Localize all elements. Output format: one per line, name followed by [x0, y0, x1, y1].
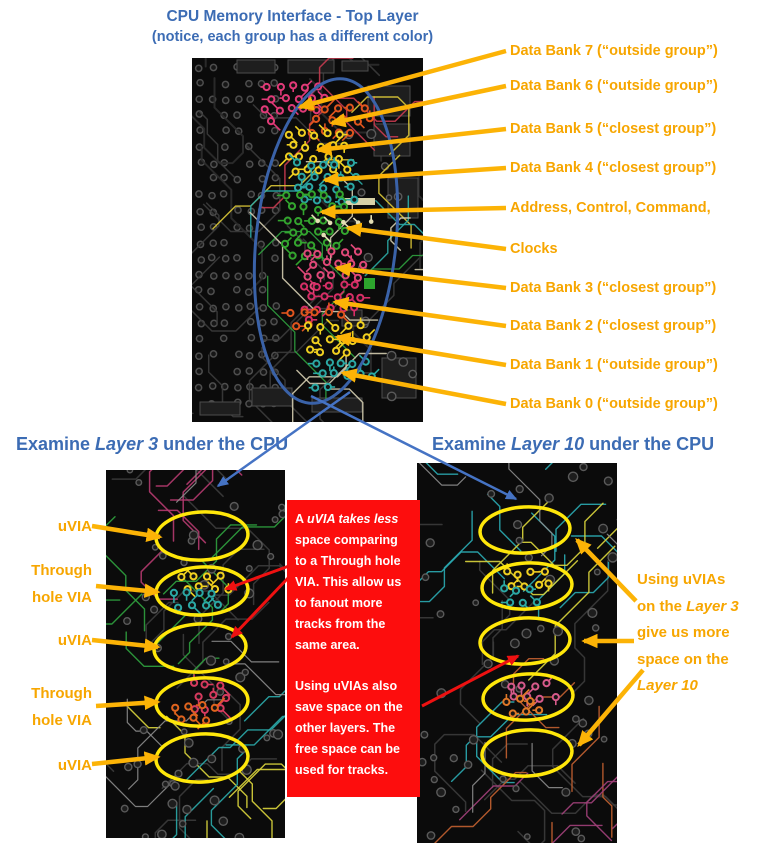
- via-region-ellipse: [478, 505, 572, 555]
- bank-label: Data Bank 0 (“outside group”): [510, 396, 718, 412]
- note-line: give us more: [637, 624, 730, 641]
- via-cluster-vias-teal: [500, 580, 542, 611]
- bank-label: Data Bank 2 (“closest group”): [510, 318, 717, 334]
- bank-label: Data Bank 3 (“closest group”): [510, 280, 717, 296]
- note-line: Using uVIAs: [637, 571, 726, 588]
- via-type-label: uVIA: [57, 631, 92, 649]
- layer10-board-image: [417, 463, 617, 843]
- bank-label: Data Bank 1 (“outside group”): [510, 357, 718, 373]
- via-cluster-clocks: [311, 214, 374, 243]
- heading-layer3: Examine Layer 3 under the CPU: [16, 434, 289, 454]
- via-region-ellipse: [480, 728, 574, 778]
- beige-component: [342, 198, 375, 205]
- via-region-ellipse: [478, 616, 572, 666]
- page-title: CPU Memory Interface - Top Layer (notice…: [0, 6, 585, 47]
- via-cluster-vias-yellow: [503, 563, 553, 592]
- uvia-explanation-box: A uVIA takes less space comparing to a T…: [287, 500, 420, 797]
- bank-label: Data Bank 7 (“outside group”): [510, 43, 718, 59]
- bank-label: Data Bank 4 (“closest group”): [510, 160, 717, 176]
- via-type-label: uVIA: [57, 756, 92, 774]
- title-line-1: CPU Memory Interface - Top Layer: [166, 8, 419, 25]
- top-layer-board-image: [192, 58, 423, 422]
- bank-label: Data Bank 6 (“outside group”): [510, 78, 718, 94]
- via-type-label: Through hole VIA: [31, 562, 92, 606]
- title-line-2: (notice, each group has a different colo…: [151, 29, 434, 45]
- via-cluster-through-hole-vias-teal: [169, 588, 223, 615]
- explanation-paragraph: Using uVIAs also save space on the other…: [295, 679, 403, 777]
- via-type-label: Through hole VIA: [31, 685, 92, 729]
- heading-layer10: Examine Layer 10 under the CPU: [432, 434, 715, 454]
- layer10-note: Using uVIAs on the Layer 3 give us more spa…: [637, 567, 739, 700]
- via-region-ellipse: [480, 561, 574, 611]
- note-line: Layer 10: [637, 677, 698, 694]
- layer3-board-image: [106, 470, 285, 838]
- note-line: space on the: [637, 650, 729, 668]
- explanation-paragraph: A uVIA takes less space comparing to a T…: [295, 512, 402, 652]
- green-component: [364, 278, 375, 289]
- via-cluster-fanout-orange: [281, 302, 349, 332]
- via-type-label: uVIA: [57, 517, 92, 535]
- note-line: on the Layer 3: [637, 597, 739, 615]
- bank-label: Clocks: [510, 241, 558, 257]
- bank-label: Data Bank 5 (“closest group”): [510, 121, 717, 137]
- bank-label: Address, Control, Command,: [510, 200, 711, 216]
